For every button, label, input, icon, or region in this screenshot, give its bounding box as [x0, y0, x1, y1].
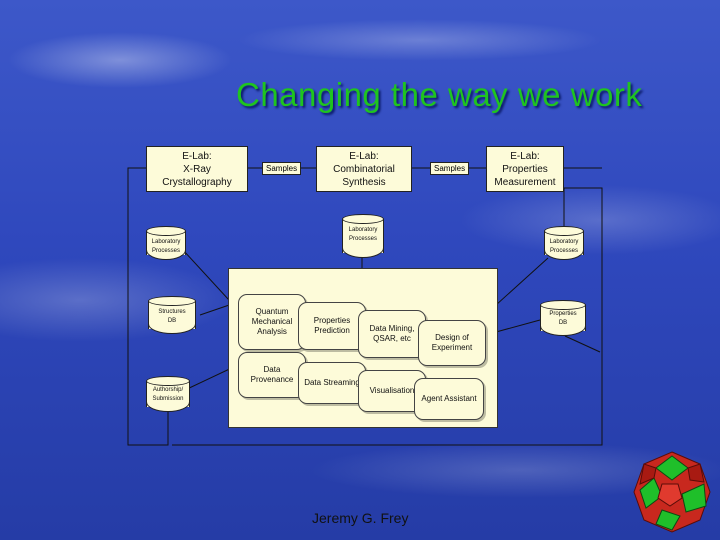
- mining-line-2: QSAR, etc: [373, 334, 411, 343]
- authorship-line-2: Submission: [152, 396, 184, 402]
- prediction-line-2: Prediction: [314, 326, 350, 335]
- prediction-line-1: Properties: [313, 316, 351, 325]
- quantum-line-3: Analysis: [257, 327, 287, 336]
- properties-db-line-1: Properties: [549, 311, 577, 317]
- author-name: Jeremy G. Frey: [312, 510, 409, 526]
- xray-line-1: E-Lab:: [182, 150, 212, 162]
- synthesis-line-2: Combinatorial: [333, 163, 395, 175]
- agent-label: Agent Assistant: [421, 394, 477, 403]
- lab-center-line-1: Laboratory: [348, 227, 378, 233]
- samples-label-right: Samples: [430, 162, 470, 175]
- lab-right-line-2: Processes: [549, 248, 578, 254]
- lab-left-line-2: Processes: [151, 248, 180, 254]
- xray-line-2: X-Ray: [183, 163, 211, 175]
- streaming-label: Data Streaming: [304, 378, 360, 387]
- xray-lab-box: E-Lab: X-Ray Crystallography: [146, 146, 248, 192]
- authorship-submission-db: Authorship/Submission: [146, 376, 190, 412]
- properties-db-line-2: DB: [558, 320, 568, 326]
- polyhedron-logo-icon: [633, 451, 711, 533]
- visualisation-label: Visualisation: [369, 386, 415, 395]
- provenance-line-2: Provenance: [250, 375, 294, 384]
- mining-line-1: Data Mining,: [369, 324, 415, 333]
- lab-right-line-1: Laboratory: [549, 239, 579, 245]
- quantum-line-1: Quantum: [255, 307, 289, 316]
- xray-line-3: Crystallography: [162, 176, 232, 188]
- quantum-line-2: Mechanical: [251, 317, 293, 326]
- properties-lab-box: E-Lab: Properties Measurement: [486, 146, 564, 192]
- authorship-line-1: Authorship/: [152, 387, 184, 393]
- lab-left-line-1: Laboratory: [151, 239, 181, 245]
- provenance-line-1: Data: [263, 365, 281, 374]
- samples-label-left: Samples: [262, 162, 302, 175]
- properties-line-3: Measurement: [494, 176, 556, 188]
- slide-title: Changing the way we work: [236, 76, 643, 113]
- data-mining-node: Data Mining,QSAR, etc: [358, 310, 426, 358]
- properties-line-2: Properties: [502, 163, 548, 175]
- synthesis-lab-box: E-Lab: Combinatorial Synthesis: [316, 146, 412, 192]
- data-streaming-node: Data Streaming: [298, 362, 366, 404]
- structures-line-1: Structures: [158, 309, 186, 315]
- design-line-1: Design of: [435, 333, 469, 342]
- lab-center-line-2: Processes: [348, 236, 377, 242]
- properties-line-1: E-Lab:: [510, 150, 540, 162]
- synthesis-line-1: E-Lab:: [349, 150, 379, 162]
- synthesis-line-3: Synthesis: [342, 176, 386, 188]
- structures-line-2: DB: [167, 318, 177, 324]
- design-line-2: Experiment: [431, 343, 473, 352]
- agent-assistant-node: Agent Assistant: [414, 378, 484, 420]
